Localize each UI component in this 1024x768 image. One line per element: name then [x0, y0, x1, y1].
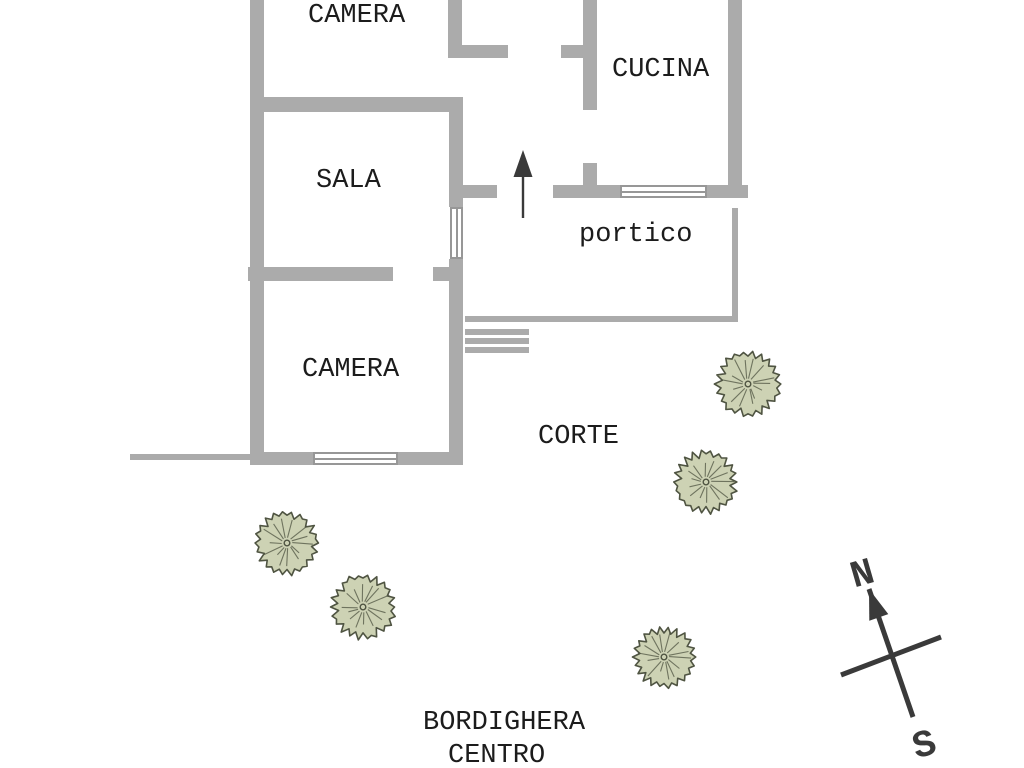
wall-sala-camera-divider	[248, 267, 393, 281]
room-label-camera-top: CAMERA	[308, 1, 406, 31]
window-camera-bottom	[313, 452, 398, 465]
stairs-step-3	[465, 347, 529, 353]
wall-camera-bottom-right-piece	[398, 452, 463, 465]
entrance-arrow-icon	[513, 150, 533, 218]
room-label-cucina: CUCINA	[612, 55, 710, 85]
window-sala	[450, 207, 463, 259]
wall-camera-bottom-right	[449, 259, 463, 465]
tree-icon	[673, 449, 738, 515]
room-label-portico: portico	[579, 220, 693, 250]
wall-camera-bottom-left-piece	[250, 452, 313, 465]
stairs-step-1	[465, 329, 529, 335]
wall-corridor-left	[462, 45, 508, 58]
wall-camera-sala-divider	[250, 97, 463, 112]
wall-corridor-right	[561, 45, 583, 58]
tree-icon	[631, 626, 697, 690]
room-label-sala: SALA	[316, 166, 381, 196]
stairs-step-2	[465, 338, 529, 344]
compass-south-label: S	[908, 723, 942, 768]
room-label-camera-bottom: CAMERA	[302, 355, 400, 385]
wall-portico-top-left	[553, 185, 620, 198]
window-cucina	[620, 185, 707, 198]
wall-left-exterior	[250, 0, 264, 465]
courtyard-label: CORTE	[538, 422, 620, 452]
wall-cucina-right	[728, 0, 742, 196]
locality-label-line1: BORDIGHERA	[423, 708, 586, 738]
site-boundary-line-left	[130, 454, 253, 460]
tree-icon	[329, 574, 396, 641]
portico-boundary-line-bottom	[465, 316, 737, 322]
wall-entry-left-stub	[462, 185, 497, 198]
compass-north-label: N	[846, 552, 880, 600]
wall-portico-top-right	[707, 185, 748, 198]
locality-label-line2: CENTRO	[448, 741, 546, 768]
wall-cucina-left-upper	[583, 0, 597, 110]
wall-sala-right	[449, 97, 463, 207]
tree-icon	[254, 511, 320, 577]
portico-boundary-line-right	[732, 208, 738, 322]
compass-rose-icon: N S	[840, 552, 942, 768]
tree-icon	[713, 350, 782, 418]
wall-camera-top-right	[448, 0, 462, 58]
